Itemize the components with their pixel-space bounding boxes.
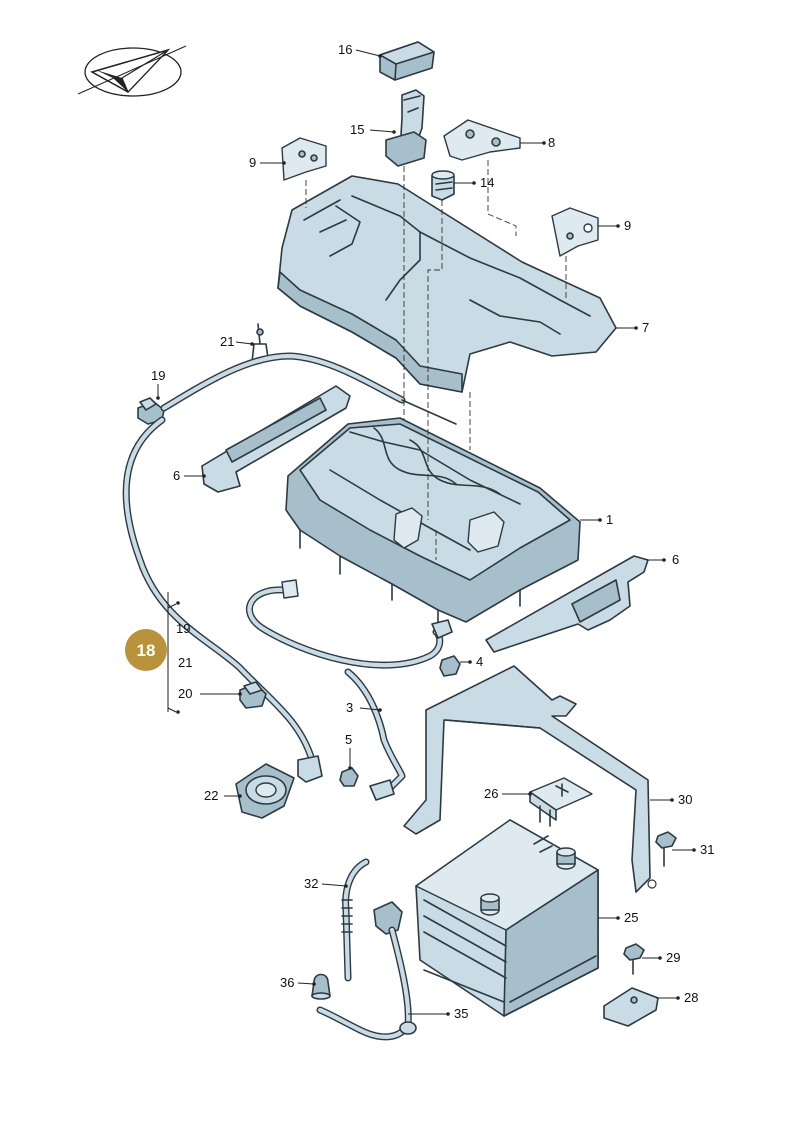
part-9-bracket-left bbox=[281, 137, 327, 181]
part-16-cap bbox=[379, 41, 435, 81]
part-8-bracket bbox=[443, 119, 521, 161]
callout-leaders bbox=[156, 49, 696, 1016]
callout-31: 31 bbox=[700, 842, 714, 857]
part-18-cable-assembly bbox=[122, 352, 457, 783]
callout-6-right: 6 bbox=[672, 552, 679, 567]
callout-22: 22 bbox=[204, 788, 218, 803]
callout-32: 32 bbox=[304, 876, 318, 891]
callout-labels: 16 15 8 9 14 9 7 21 19 6 1 6 19 21 4 20 … bbox=[151, 42, 714, 1021]
callout-28: 28 bbox=[684, 990, 698, 1005]
callout-5: 5 bbox=[345, 732, 352, 747]
callout-26: 26 bbox=[484, 786, 498, 801]
part-35-ground-cable bbox=[316, 901, 417, 1041]
callout-20: 20 bbox=[178, 686, 192, 701]
callout-4: 4 bbox=[476, 654, 483, 669]
part-7-battery-cover bbox=[277, 175, 617, 393]
part-32-vent-hose bbox=[341, 858, 370, 982]
callout-29: 29 bbox=[666, 950, 680, 965]
callout-19-top: 19 bbox=[151, 368, 165, 383]
callout-16: 16 bbox=[338, 42, 352, 57]
callout-6-left: 6 bbox=[173, 468, 180, 483]
part-6-bracket-left bbox=[201, 385, 351, 493]
kit-badge-18: 18 bbox=[125, 629, 167, 671]
part-20-clip bbox=[239, 681, 267, 709]
part-29-bolt bbox=[623, 943, 645, 975]
part-28-clamp bbox=[603, 987, 659, 1027]
callout-15: 15 bbox=[350, 122, 364, 137]
part-9-bracket-right bbox=[551, 207, 599, 257]
callout-9-right: 9 bbox=[624, 218, 631, 233]
part-1-battery-module bbox=[285, 417, 581, 625]
part-31-bolt bbox=[655, 831, 677, 867]
callout-21-top: 21 bbox=[220, 334, 234, 349]
kit-bracket-18 bbox=[167, 592, 180, 714]
part-4-nut bbox=[439, 655, 461, 677]
part-15-holder bbox=[385, 89, 427, 167]
part-6-bracket-right bbox=[485, 555, 649, 653]
callout-36: 36 bbox=[280, 975, 294, 990]
callout-8: 8 bbox=[548, 135, 555, 150]
callout-7: 7 bbox=[642, 320, 649, 335]
callout-14: 14 bbox=[480, 175, 494, 190]
part-30-hold-down-bracket bbox=[403, 665, 657, 893]
callout-19-kit: 19 bbox=[176, 621, 190, 636]
callout-1: 1 bbox=[606, 512, 613, 527]
check-mark-logo-icon bbox=[77, 45, 187, 97]
callout-3: 3 bbox=[346, 700, 353, 715]
part-22-plate bbox=[235, 763, 295, 819]
callout-30: 30 bbox=[678, 792, 692, 807]
callout-35: 35 bbox=[454, 1006, 468, 1021]
part-14-fuse bbox=[431, 170, 455, 201]
kit-badge-number: 18 bbox=[137, 641, 156, 660]
callout-9-left: 9 bbox=[249, 155, 256, 170]
callout-25: 25 bbox=[624, 910, 638, 925]
part-19-bolt bbox=[137, 397, 165, 425]
assembly-dashed-lines bbox=[305, 160, 567, 560]
part-25-battery bbox=[415, 819, 599, 1017]
part-26-terminal-cover bbox=[529, 777, 593, 827]
part-36-cap-nut bbox=[311, 973, 331, 1000]
part-3-cable bbox=[246, 579, 453, 801]
part-5-nut bbox=[339, 767, 359, 787]
callout-21-kit: 21 bbox=[178, 655, 192, 670]
